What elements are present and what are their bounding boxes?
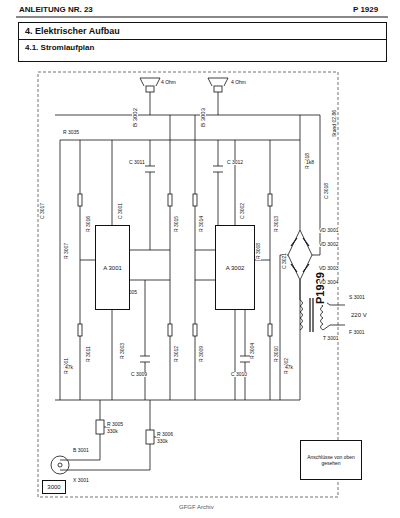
part-label: VD 3003 <box>318 266 339 271</box>
part-label: R 3010 <box>274 345 279 363</box>
box-label: Anschlüsse von oben gesehen <box>301 452 361 468</box>
part-label: R 3035 <box>62 130 80 135</box>
part-label: C 3009 <box>130 372 148 377</box>
part-label: 4 Ohm <box>230 80 247 85</box>
part-label: R 3008 <box>256 242 261 260</box>
part-label: VD 3004 <box>318 280 339 285</box>
watermark: GFGF Archiv <box>178 504 215 510</box>
section-title: 4.1. Stromlaufplan <box>19 39 386 55</box>
part-label: R 3004 <box>250 342 255 360</box>
part-label: R 3007 <box>64 242 69 260</box>
part-label: X 3001 <box>72 478 90 483</box>
page-header: P 1929 <box>352 6 379 14</box>
speaker-symbol <box>140 78 228 115</box>
part-label: C 3018 <box>324 182 329 200</box>
part-label: C 3012 <box>226 160 244 165</box>
ic-box: A 3002 <box>215 225 255 310</box>
ic-box: A 3001 <box>95 225 130 310</box>
part-label: S 3001 <box>348 295 366 300</box>
part-label: 47k <box>64 365 74 370</box>
part-label: C 3017 <box>40 202 45 220</box>
part-label: P1929 <box>315 271 327 305</box>
part-label: C 3002 <box>240 202 245 220</box>
part-label: R 3014 <box>199 215 204 233</box>
input-jack <box>51 456 69 474</box>
part-label: R 3012 <box>174 345 179 363</box>
part-label: C 3010 <box>230 372 248 377</box>
part-label: 330k <box>106 429 119 434</box>
part-label: B 3003 <box>200 107 206 128</box>
part-label: R 3005 <box>106 422 124 427</box>
part-label: 4 Ohm <box>160 80 177 85</box>
part-label: C 3021 <box>282 252 287 270</box>
part-label: Stand 02.86 <box>332 109 337 138</box>
wire <box>55 115 345 470</box>
part-label: R 3009 <box>199 345 204 363</box>
header-rule <box>16 17 388 18</box>
part-label: T 3001 <box>322 336 339 341</box>
section-heading-box: 4. Elektrischer Aufbau4.1. Stromlaufplan <box>18 22 387 62</box>
potentiometer-symbol <box>96 420 160 444</box>
part-label: R 3003 <box>120 342 125 360</box>
part-label: VD 3001 <box>318 228 339 233</box>
part-label: B 3002 <box>132 107 138 128</box>
board-outline <box>38 72 338 497</box>
box-label: A 3001 <box>100 263 125 273</box>
part-label: R 3016 <box>86 215 91 233</box>
page-header: ANLEITUNG NR. 23 <box>18 6 94 14</box>
part-label: R 3013 <box>274 215 279 233</box>
part-label: R 3006 <box>156 432 174 437</box>
part-label: C 3001 <box>118 202 123 220</box>
info-box: Anschlüsse von oben gesehen <box>300 440 362 480</box>
part-label: B 3001 <box>72 448 90 453</box>
box-label: 3000 <box>44 482 63 492</box>
part-label: C 3011 <box>128 160 146 165</box>
bridge-rectifier <box>288 230 312 280</box>
part-label: 47k <box>284 365 294 370</box>
info-box: 3000 <box>42 480 66 494</box>
part-label: 1k8 <box>305 160 315 165</box>
section-title: 4. Elektrischer Aufbau <box>19 23 386 39</box>
part-label: R 3015 <box>174 215 179 233</box>
part-label: 330k <box>156 439 169 444</box>
part-label: 220 V <box>350 312 368 318</box>
resistor-symbol <box>78 194 272 336</box>
part-label: F 3001 <box>348 330 366 335</box>
box-label: A 3002 <box>223 263 248 273</box>
part-label: VD 3002 <box>318 242 339 247</box>
part-label: R 3011 <box>86 345 91 363</box>
